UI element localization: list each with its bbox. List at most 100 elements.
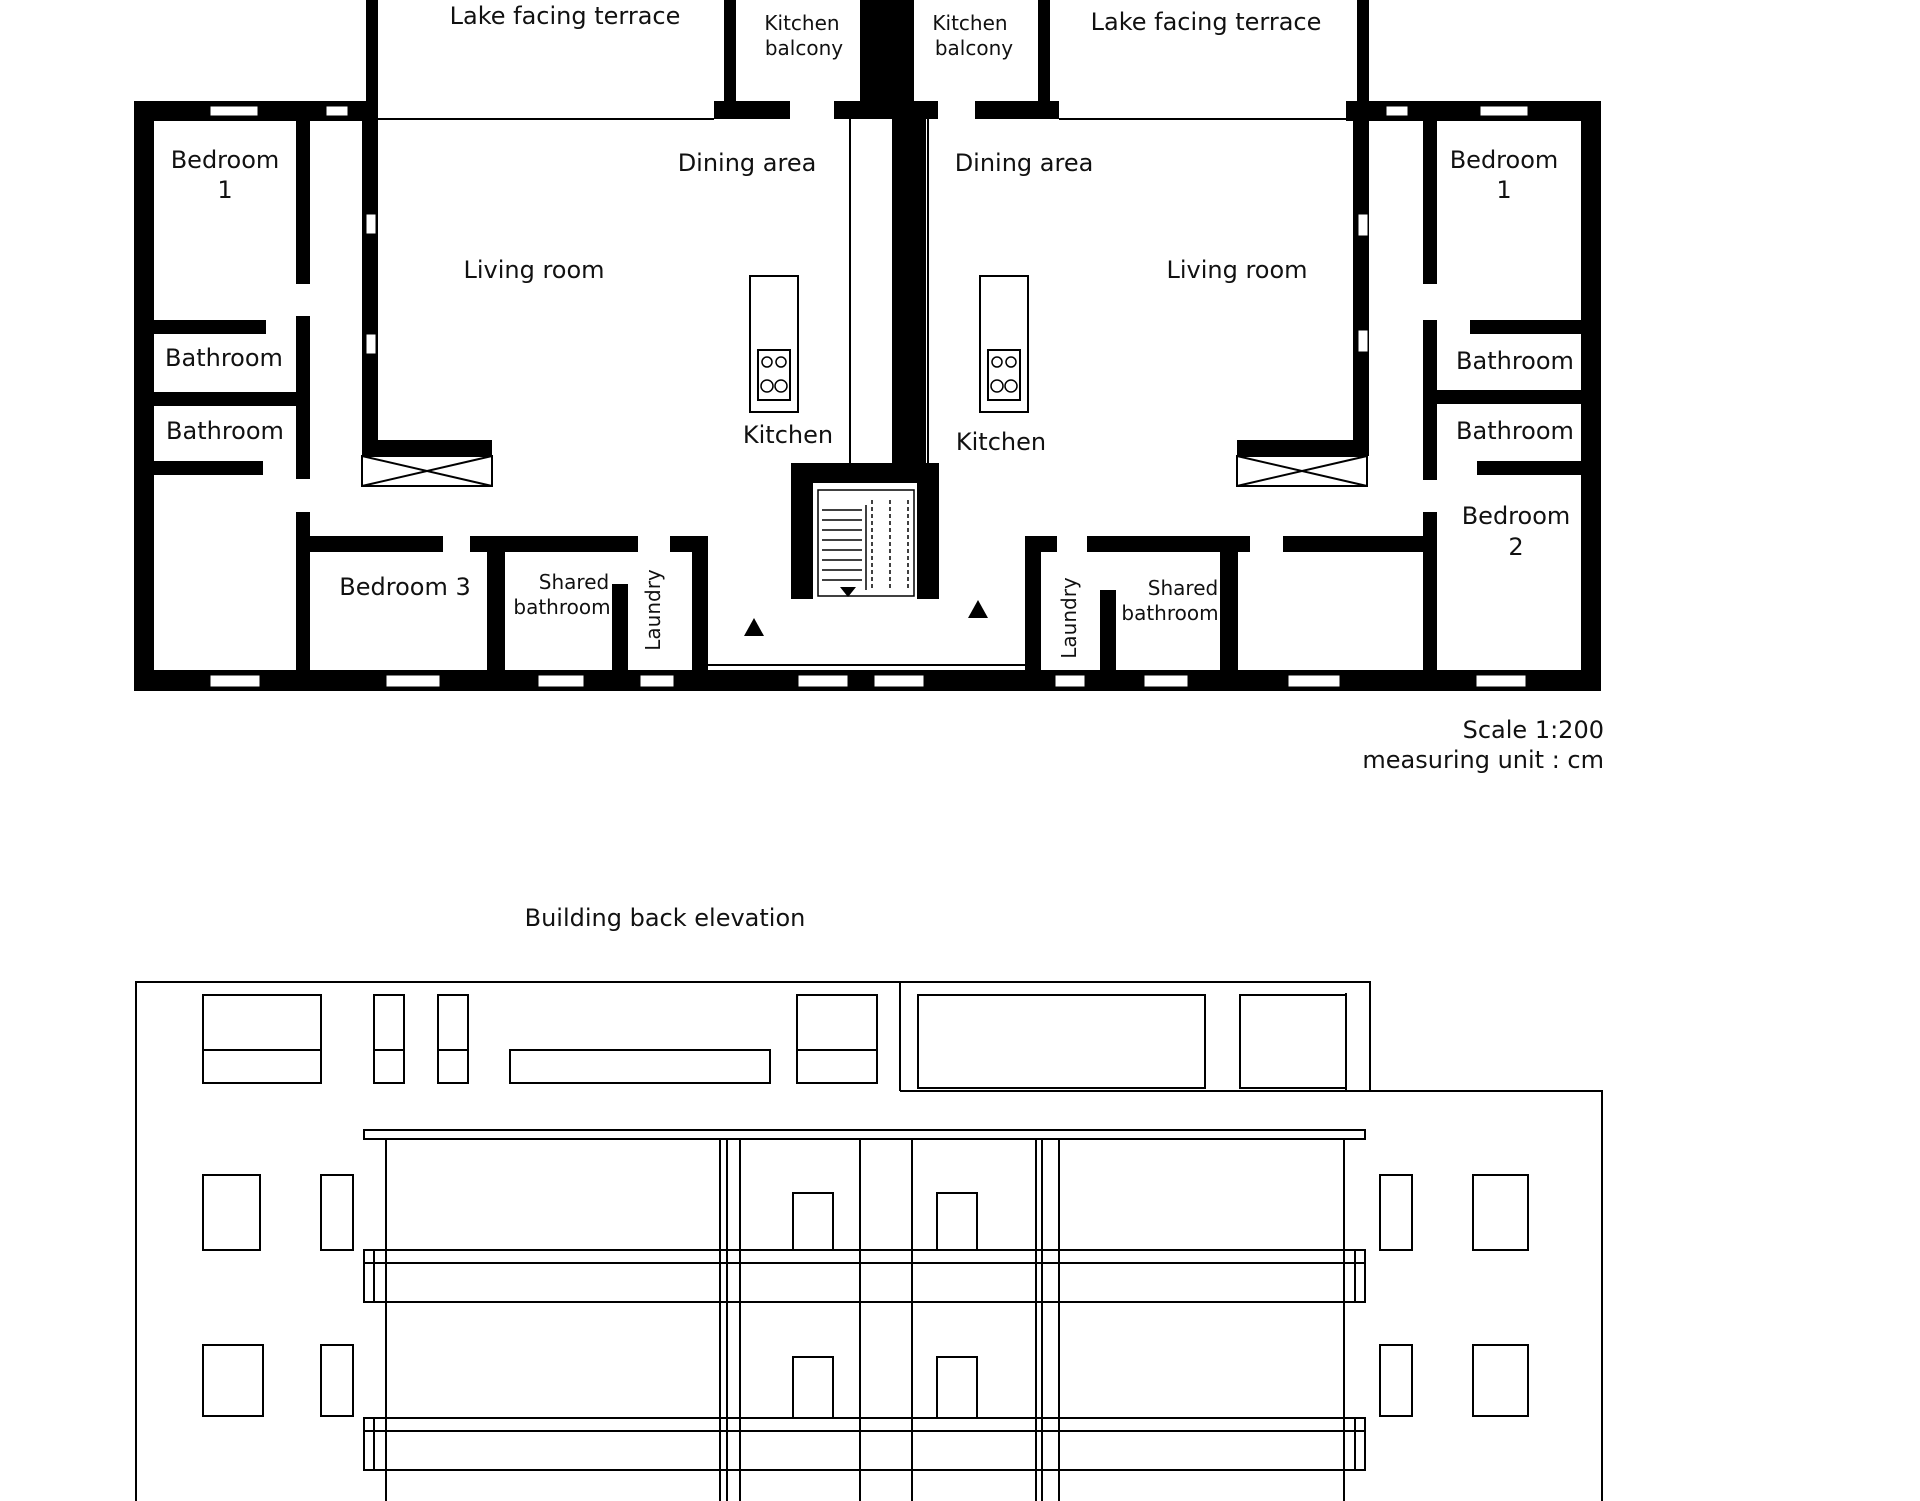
wall-l-bed1-east2 — [296, 316, 310, 479]
wall-r-shared-east — [1220, 536, 1238, 672]
wall-r-bath1-top — [1470, 320, 1581, 334]
label-bedroom2-1: Bedroom — [1462, 502, 1571, 530]
elevation-window — [509, 1049, 771, 1084]
window — [1287, 674, 1341, 688]
wall-l-bath1-top — [154, 320, 266, 334]
cabinet-right-x — [1236, 455, 1368, 487]
wall-r-bath2-bottom — [1477, 461, 1581, 475]
measuring-unit-note: measuring unit : cm — [1362, 746, 1604, 774]
label-dining-left: Dining area — [678, 149, 817, 177]
label-terrace-right: Lake facing terrace — [1091, 8, 1322, 36]
label-kitchen-balcony-right-2: balcony — [935, 36, 1013, 60]
staircase — [817, 489, 915, 597]
window — [209, 105, 259, 117]
burner-icon — [760, 379, 774, 393]
burner-icon — [775, 356, 787, 368]
window — [797, 674, 849, 688]
window — [1143, 674, 1189, 688]
central-column — [892, 119, 926, 463]
outer-wall-top-right — [1346, 101, 1601, 121]
label-laundry-left: Laundry — [641, 569, 665, 651]
elevation-window — [917, 994, 1206, 1089]
window — [365, 333, 377, 355]
wall-l-shared-top — [470, 536, 638, 552]
window — [1475, 674, 1527, 688]
elevation-window — [320, 1174, 354, 1251]
kitchen-balcony-wall-l2 — [714, 101, 790, 119]
window — [325, 105, 349, 117]
elevation-window — [202, 1174, 261, 1251]
kitchen-balcony-wall-l1 — [724, 0, 736, 112]
label-kitchen-balcony-left-1: Kitchen — [764, 11, 839, 35]
kitchen-island-left — [749, 275, 799, 413]
label-kitchen-left: Kitchen — [743, 421, 833, 449]
label-bedroom3: Bedroom 3 — [339, 573, 470, 601]
cabinet-left — [361, 455, 493, 487]
central-shaft — [860, 0, 914, 101]
elevation-window — [373, 994, 405, 1084]
wall-r-living-south — [1237, 440, 1369, 456]
wall-l-bed1-east — [296, 121, 310, 284]
entry-triangle-icon — [744, 618, 764, 636]
cabinet-right — [1236, 455, 1368, 487]
wall-l-living-west — [362, 119, 378, 449]
cooktop-right — [987, 349, 1021, 401]
stair-arrow-icon — [840, 587, 856, 597]
burner-icon — [990, 379, 1004, 393]
label-bathroom-left-a: Bathroom — [165, 344, 283, 372]
terrace-wall-left — [366, 0, 378, 121]
kitchen-island-right — [979, 275, 1029, 413]
wall-r-bath1-bottom — [1437, 390, 1581, 404]
label-bathroom-right-b: Bathroom — [1456, 417, 1574, 445]
balcony-slab — [363, 1249, 1366, 1303]
label-bathroom-right-a: Bathroom — [1456, 347, 1574, 375]
label-shared-bath-right-1: Shared — [1148, 576, 1218, 600]
terrace-wall-right — [1357, 0, 1369, 121]
elevation-window — [320, 1344, 354, 1417]
window — [1357, 329, 1369, 353]
window — [365, 213, 377, 235]
elevation-window — [796, 994, 878, 1084]
label-bedroom1-right-1: Bedroom — [1450, 146, 1559, 174]
elevation-window — [1239, 994, 1347, 1089]
label-bedroom1-left-1: Bedroom — [171, 146, 280, 174]
wall-r-shared-top — [1087, 536, 1250, 552]
wall-r-bed2-west — [1423, 512, 1437, 672]
elevation-window — [936, 1192, 978, 1251]
back-elevation — [135, 981, 1603, 1501]
outer-wall-bottom — [134, 670, 1601, 691]
label-laundry-right: Laundry — [1057, 577, 1081, 659]
cabinet-left-x — [361, 455, 493, 487]
room-labels: Lake facing terrace Lake facing terrace … — [165, 2, 1574, 659]
cooktop-left — [757, 349, 791, 401]
window — [873, 674, 925, 688]
window — [639, 674, 675, 688]
wall-r-bed1-west — [1423, 121, 1437, 284]
elevation-window — [792, 1192, 834, 1251]
scale-note: Scale 1:200 — [1463, 716, 1604, 744]
window — [537, 674, 585, 688]
wall-l-bed3-west — [296, 512, 310, 672]
outer-wall-right — [1581, 101, 1601, 691]
burner-icon — [1004, 379, 1018, 393]
wall-r-living-east — [1353, 119, 1369, 449]
label-living-right: Living room — [1166, 256, 1307, 284]
wall-l-bed3-top — [310, 536, 443, 552]
elevation-window — [437, 994, 469, 1084]
wall-l-bath1-bottom — [154, 392, 296, 406]
elevation-window — [792, 1356, 834, 1419]
burner-icon — [1005, 356, 1017, 368]
elevation-window — [1379, 1344, 1413, 1417]
kitchen-balcony-wall-r1 — [1038, 0, 1050, 112]
label-bedroom1-right-2: 1 — [1496, 176, 1511, 204]
burners — [760, 356, 1018, 393]
label-kitchen-balcony-left-2: balcony — [765, 36, 843, 60]
elevation-window — [936, 1356, 978, 1419]
elevation-window — [202, 1344, 264, 1417]
window — [209, 674, 261, 688]
plan-thin-lines — [361, 118, 1368, 666]
label-living-left: Living room — [463, 256, 604, 284]
wall-l-living-south — [362, 440, 492, 456]
canopy — [363, 1129, 1366, 1140]
